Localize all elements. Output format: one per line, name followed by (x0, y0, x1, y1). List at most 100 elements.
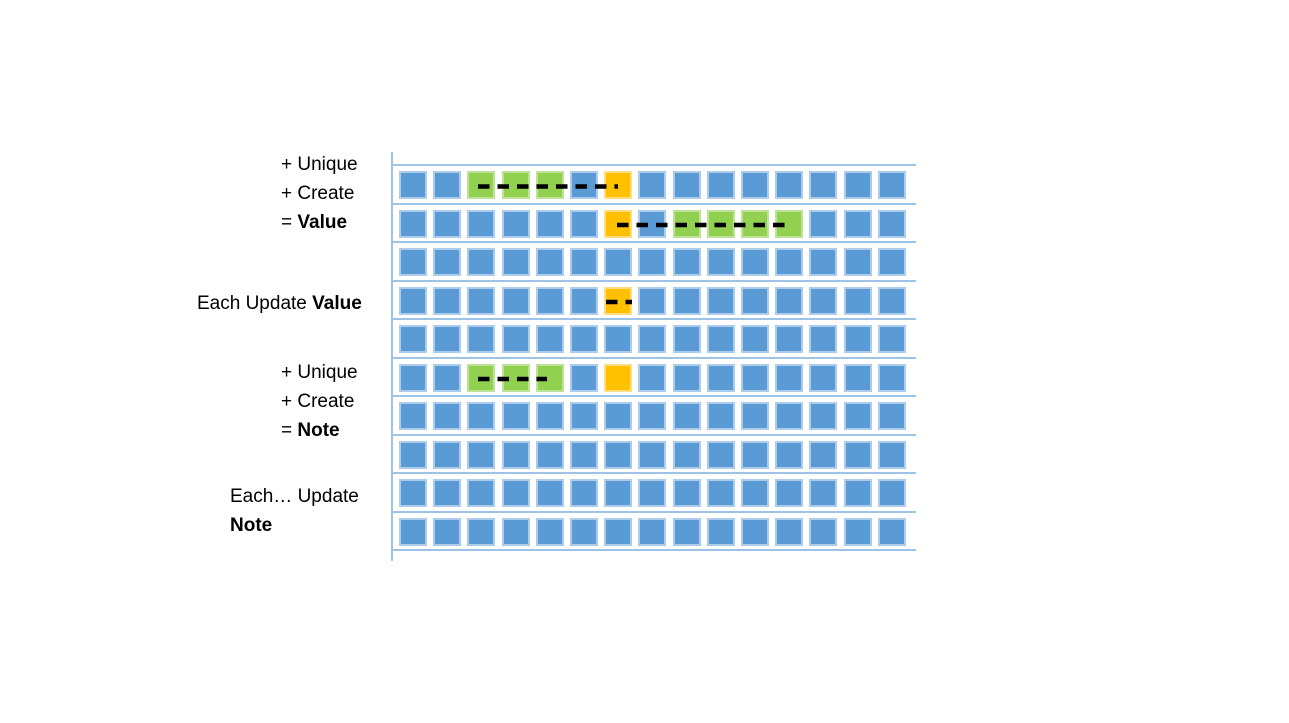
horizontal-gridline (392, 510, 916, 513)
grid-cell-blue (501, 517, 530, 546)
grid-cell-blue (706, 517, 735, 546)
grid-cell-blue (467, 517, 496, 546)
grid-cell-blue (809, 248, 838, 276)
label-line: + Unique (281, 150, 358, 179)
grid-cell-blue (843, 363, 872, 392)
grid-cell-blue (570, 209, 598, 238)
horizontal-gridline (392, 395, 916, 397)
grid-cell-blue (775, 363, 804, 392)
grid-cell-blue (638, 248, 667, 276)
grid-cell-blue (741, 517, 769, 546)
grid-cell-blue (706, 440, 735, 469)
grid-cell-blue (570, 402, 598, 430)
grid-cell-blue (672, 402, 701, 430)
grid-cell-blue (399, 248, 427, 276)
label-line: Note (230, 511, 359, 540)
horizontal-gridline (392, 549, 916, 551)
label-note-formula: + Unique+ Create= Note (281, 358, 358, 445)
grid-cell-blue (399, 171, 427, 199)
grid-cell-green (672, 209, 701, 238)
grid-cell-blue (809, 517, 838, 546)
grid-cell-blue (501, 440, 530, 469)
grid-cell-green (501, 363, 530, 392)
grid-cell-blue (433, 440, 462, 469)
grid-cell-blue (672, 517, 701, 546)
grid-cell-blue (809, 440, 838, 469)
label-line: Each… Update (230, 482, 359, 511)
grid-cell-orange (604, 286, 633, 315)
grid-cell-blue (706, 171, 735, 199)
grid-cell-blue (399, 479, 427, 507)
grid-cell-blue (433, 402, 462, 430)
grid-cell-blue (535, 325, 564, 353)
grid-cell-blue (741, 440, 769, 469)
grid-cell-blue (638, 479, 667, 507)
grid-cell-blue (672, 479, 701, 507)
grid-cell-blue (741, 171, 769, 199)
grid-cell-blue (467, 248, 496, 276)
label-text: + Create (281, 391, 355, 412)
grid-cell-blue (570, 286, 598, 315)
grid-cell-green (535, 363, 564, 392)
grid-cell-blue (741, 363, 769, 392)
horizontal-gridline (392, 164, 916, 166)
grid-cell-blue (535, 209, 564, 238)
grid-cell-blue (433, 517, 462, 546)
grid-cell-blue (843, 209, 872, 238)
grid-cell-blue (535, 517, 564, 546)
grid-cell-blue (877, 209, 906, 238)
label-text: Each Update (197, 293, 313, 314)
grid-cell-blue (877, 286, 906, 315)
grid-cell-blue (741, 325, 769, 353)
grid-cell-blue (399, 325, 427, 353)
grid-cell-blue (467, 479, 496, 507)
grid-cell-blue (433, 248, 462, 276)
grid-cell-blue (741, 286, 769, 315)
grid-cell-blue (672, 325, 701, 353)
grid-cell-green (741, 209, 769, 238)
grid-cell-blue (877, 171, 906, 199)
grid-cell-blue (809, 363, 838, 392)
grid-cell-blue (809, 286, 838, 315)
grid-cell-blue (570, 363, 598, 392)
horizontal-gridline (392, 279, 916, 282)
grid-cell-blue (843, 440, 872, 469)
grid-cell-blue (672, 440, 701, 469)
grid-cell-blue (399, 402, 427, 430)
label-each-update-value: Each Update Value (197, 289, 362, 318)
grid-cell-green (775, 209, 804, 238)
grid-cell-blue (501, 325, 530, 353)
grid-cell-blue (604, 325, 633, 353)
grid-cell-blue (501, 402, 530, 430)
grid-cell-blue (843, 517, 872, 546)
grid-cell-blue (433, 479, 462, 507)
grid-cell-blue (467, 325, 496, 353)
grid-cell-blue (433, 325, 462, 353)
grid-cell-blue (604, 402, 633, 430)
grid-cell-blue (775, 440, 804, 469)
grid-cell-blue (604, 517, 633, 546)
horizontal-gridline (392, 318, 916, 320)
grid-cell-blue (570, 248, 598, 276)
grid-cell-blue (775, 402, 804, 430)
grid-cell-blue (535, 286, 564, 315)
horizontal-gridline (392, 433, 916, 436)
grid-cell-blue (877, 517, 906, 546)
grid-cell-blue (809, 209, 838, 238)
grid-cell-blue (570, 440, 598, 469)
grid-cell-blue (672, 248, 701, 276)
grid-cell-blue (775, 171, 804, 199)
grid-cell-blue (877, 363, 906, 392)
grid-cell-blue (467, 209, 496, 238)
grid-cell-blue (638, 286, 667, 315)
grid-cell-blue (775, 479, 804, 507)
grid-cell-blue (638, 171, 667, 199)
grid-cell-orange (604, 171, 633, 199)
grid-cell-blue (843, 325, 872, 353)
grid-cell-blue (467, 440, 496, 469)
grid-cell-green (706, 209, 735, 238)
grid-cell-blue (433, 171, 462, 199)
grid-cell-blue (467, 286, 496, 315)
grid-cell-blue (638, 402, 667, 430)
